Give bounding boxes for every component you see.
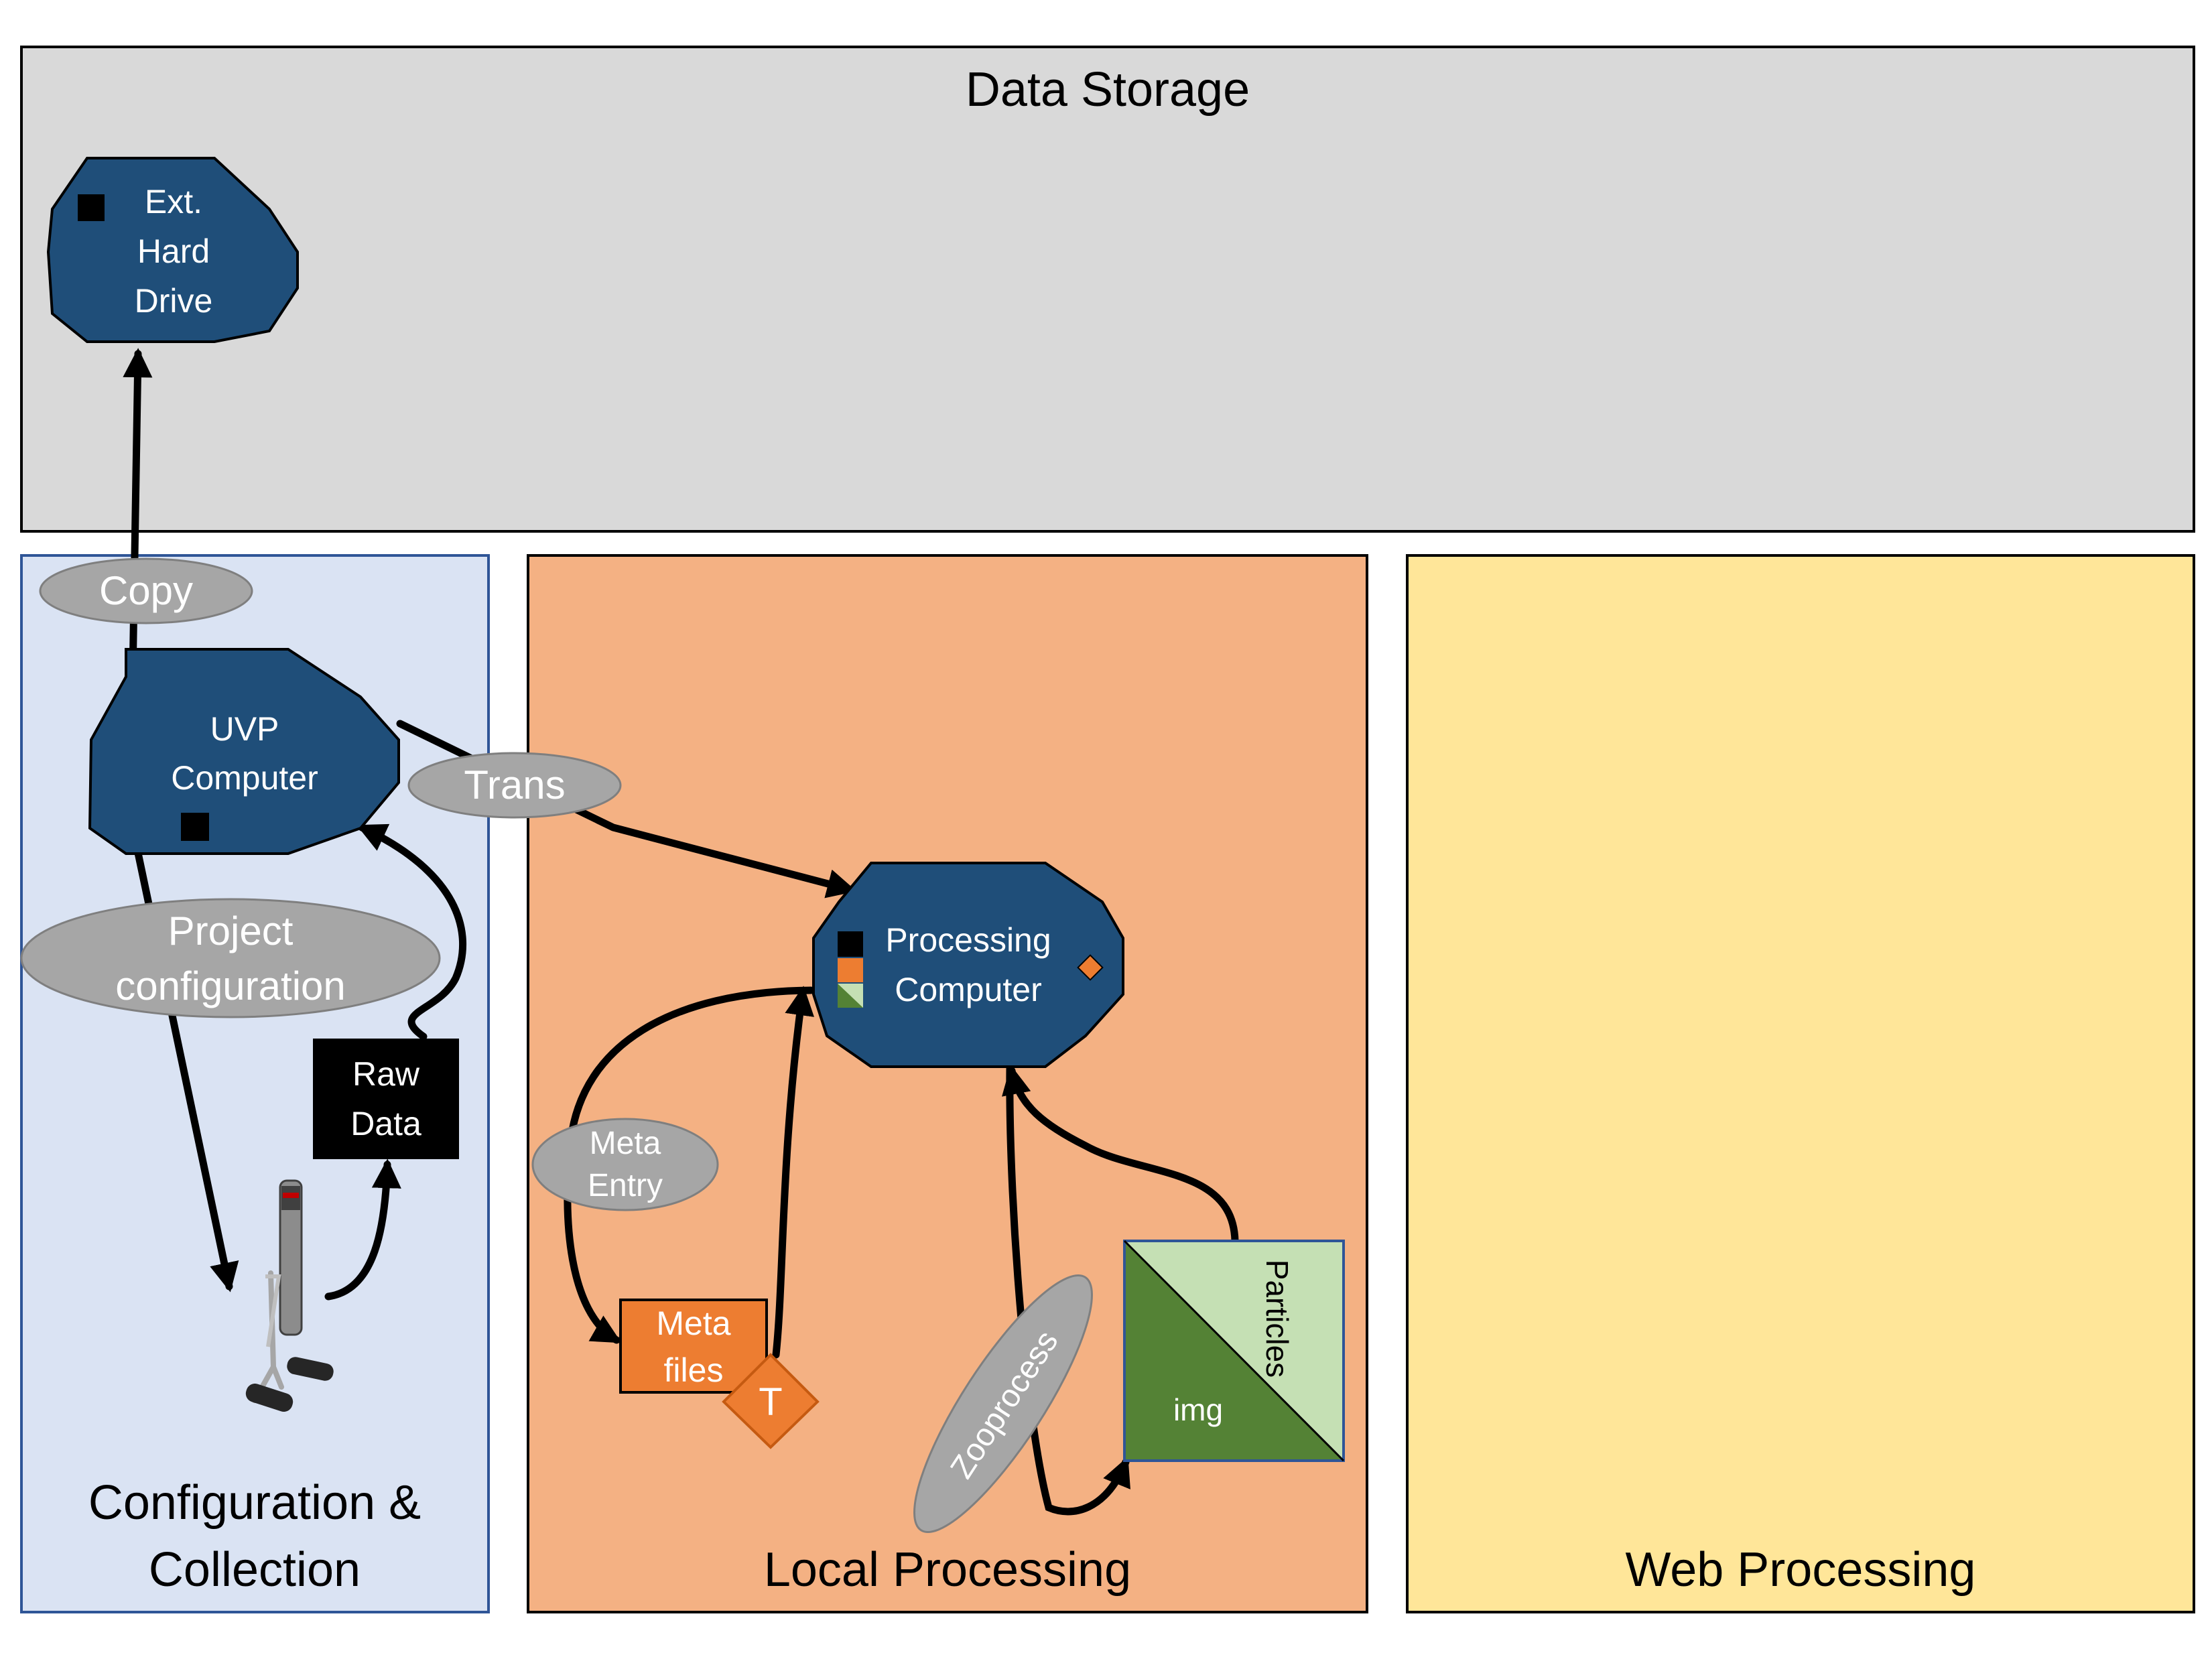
meta-files-box <box>619 1299 768 1394</box>
uvp-computer-shape <box>88 648 400 855</box>
processing-computer-shape <box>812 862 1124 1068</box>
copy-label: Copy <box>99 568 193 613</box>
img-label: img <box>1173 1392 1223 1427</box>
project-configuration-action: Project configuration <box>20 898 441 1018</box>
web-processing-panel <box>1406 554 2195 1613</box>
ext-hard-drive-shape <box>46 157 299 343</box>
meta-files-label-line1: Meta <box>656 1305 730 1342</box>
meta-entry-label-line1: Meta <box>590 1126 661 1161</box>
config-collection-title-line2: Collection <box>149 1543 361 1597</box>
ext-hard-drive-node: Ext. Hard Drive <box>46 157 299 343</box>
particles-label: Particles <box>1260 1260 1295 1378</box>
particles-img-divider <box>1123 1240 1345 1462</box>
processing-computer-label-line2: Computer <box>895 971 1042 1008</box>
meta-marker-icon <box>838 958 863 982</box>
meta-files-node: Meta files T <box>619 1299 820 1449</box>
storage-marker-icon <box>78 194 105 221</box>
processing-computer-label-line1: Processing <box>885 921 1051 959</box>
processing-computer-node: Processing Computer <box>812 862 1124 1068</box>
project-configuration-label-line1: Project <box>168 909 294 953</box>
uvp-computer-node: UVP Computer <box>88 648 400 855</box>
trans-label: Trans <box>464 762 565 807</box>
meta-entry-label-line2: Entry <box>588 1168 663 1203</box>
uvp-computer-label-line1: UVP <box>210 710 279 748</box>
data-storage-panel <box>20 46 2195 533</box>
raw-data-label-line2: Data <box>350 1105 421 1142</box>
arrow-processing-to-particles <box>1006 1065 1130 1516</box>
zone-data-storage: Data Storage <box>20 46 2195 533</box>
data-storage-title: Data Storage <box>966 63 1250 117</box>
action-ovals: Copy Trans Project configuration Meta En… <box>20 557 1093 1534</box>
template-diamond-icon <box>722 1353 820 1449</box>
meta-files-label-line2: files <box>664 1351 724 1389</box>
raw-data-marker-icon <box>181 813 209 841</box>
config-collection-title-line1: Configuration & <box>88 1476 421 1530</box>
zooprocess-oval <box>913 1274 1093 1534</box>
particles-marker-icon <box>838 984 863 1008</box>
arrow-meta-files-to-processing <box>772 986 815 1359</box>
raw-data-marker-icon <box>838 931 863 957</box>
uvp-computer-label-line2: Computer <box>171 759 318 797</box>
raw-data-box <box>313 1039 459 1159</box>
zone-web-processing: Web Processing <box>1406 554 2195 1613</box>
particles-img-node: Particles img <box>1123 1240 1345 1462</box>
copy-action: Copy <box>39 557 253 624</box>
uvp-instrument-icon <box>245 1179 334 1412</box>
meta-entry-action: Meta Entry <box>531 1118 719 1211</box>
ext-hard-drive-label-line1: Ext. <box>145 183 202 220</box>
local-processing-title: Local Processing <box>764 1543 1131 1597</box>
template-marker-icon <box>1077 954 1104 981</box>
trans-action: Trans <box>407 752 622 819</box>
web-processing-title: Web Processing <box>1626 1543 1976 1597</box>
ext-hard-drive-label-line3: Drive <box>135 282 213 320</box>
meta-entry-oval <box>531 1118 719 1211</box>
arrow-raw-data-to-uvp <box>356 823 467 1041</box>
raw-data-node: Raw Data <box>313 1039 459 1159</box>
template-diamond-label: T <box>759 1380 782 1424</box>
trans-oval <box>407 752 622 819</box>
project-configuration-label-line2: configuration <box>115 964 346 1008</box>
particles-img-border <box>1123 1240 1345 1462</box>
raw-data-label-line1: Raw <box>352 1055 420 1093</box>
copy-oval <box>39 557 253 624</box>
arrow-instrument-to-raw-data <box>324 1158 401 1301</box>
arrow-particles-to-processing <box>1002 1065 1239 1245</box>
ext-hard-drive-label-line2: Hard <box>137 233 210 270</box>
project-configuration-oval <box>20 898 441 1018</box>
